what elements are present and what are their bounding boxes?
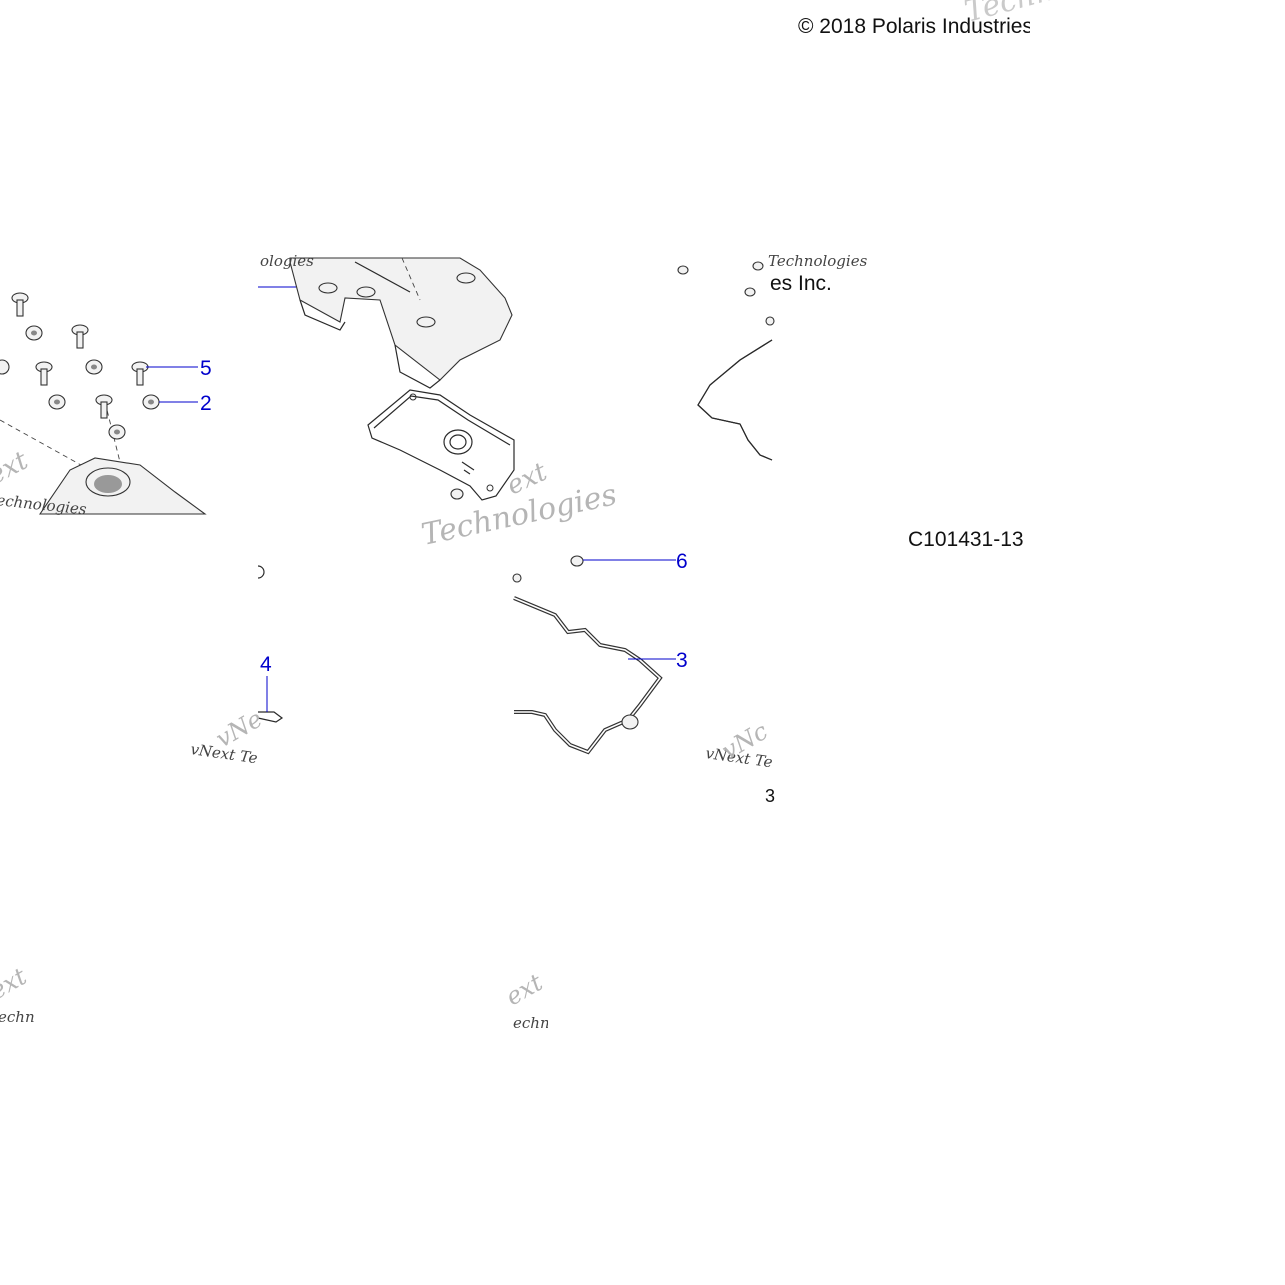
gasket-corner: Technologies	[676, 252, 868, 514]
watermark-g3: ext	[501, 968, 548, 1011]
valve-cover	[289, 257, 513, 389]
grommet-icon	[25, 325, 43, 341]
watermark-f: ologies	[260, 252, 314, 270]
grommet-icon	[512, 573, 522, 583]
grommet-icon	[108, 424, 126, 440]
grommet-icon	[48, 394, 66, 410]
copyright-text: © 2018 Polaris Industries	[798, 15, 1033, 38]
grommet-icon	[570, 555, 584, 567]
cover-gasket-plate	[367, 389, 515, 501]
callout-4[interactable]: 4	[260, 653, 272, 676]
grommet-icon	[677, 265, 689, 275]
cover-gasket: 6 3	[512, 542, 772, 772]
callout-6[interactable]: 6	[676, 550, 688, 573]
fastener-cluster: 5 2 ext echnologies	[0, 258, 258, 518]
callout-2[interactable]: 2	[200, 392, 212, 415]
bolt-icon	[35, 361, 53, 386]
callout-3[interactable]: 3	[676, 649, 688, 672]
valve-cover-assembly: ologies	[258, 252, 515, 514]
grommet-icon	[450, 488, 464, 500]
bolt-icon	[71, 324, 89, 349]
grommet-icon	[752, 261, 764, 271]
drawing-number: C101431-13	[908, 528, 1024, 551]
callout-5[interactable]: 5	[200, 357, 212, 380]
grommet-icon	[744, 287, 756, 297]
bolt-icon	[11, 292, 29, 317]
watermark-m: 3	[765, 786, 775, 806]
watermark-g2: ext	[0, 962, 32, 1005]
grommet-icon	[0, 359, 10, 375]
bolt-icon	[95, 394, 113, 419]
grommet-icon	[85, 359, 103, 375]
copyright-fragment: es Inc.	[770, 272, 832, 295]
watermark-h: echno	[0, 1008, 44, 1026]
grommet-icon	[765, 316, 775, 326]
gasket-tab-left: 4 vNext Te vNe	[189, 565, 284, 767]
head-casting	[38, 457, 207, 515]
watermark-l: Technologies	[768, 252, 868, 270]
grommet-icon	[142, 394, 160, 410]
watermark-h2: echno	[513, 1014, 559, 1032]
